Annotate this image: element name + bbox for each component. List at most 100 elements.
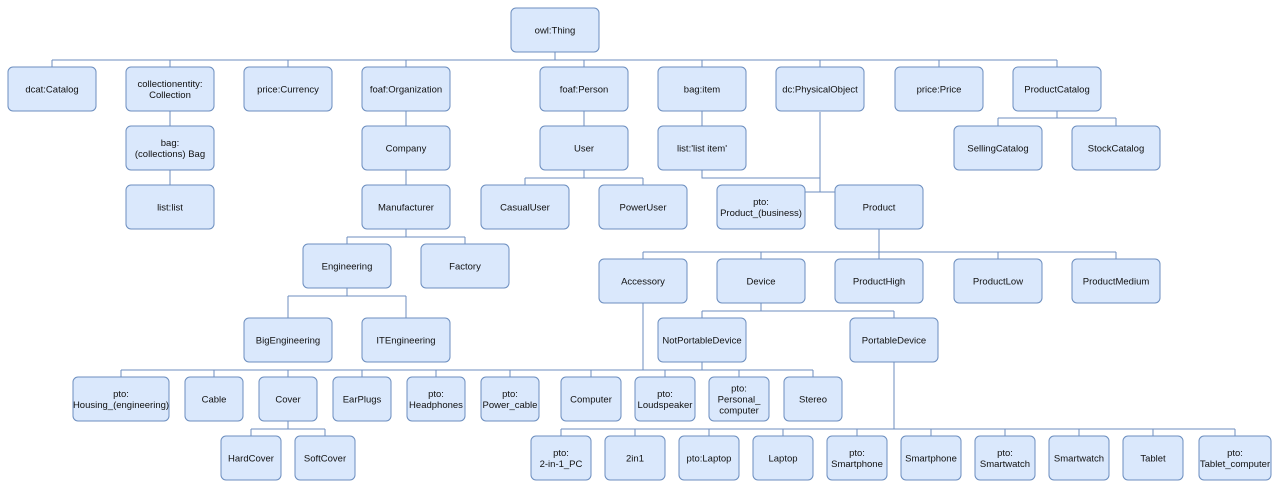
node-laptop: Laptop xyxy=(752,435,814,481)
node-label: Loudspeaker xyxy=(638,400,693,411)
node-label: EarPlugs xyxy=(343,395,382,406)
node-label: StockCatalog xyxy=(1088,144,1145,155)
node-label: bag: xyxy=(161,138,180,149)
node-computer: Computer xyxy=(560,376,622,422)
node-label: Device xyxy=(746,277,775,288)
node-stereo: Stereo xyxy=(783,376,843,422)
node-label: Product_(business) xyxy=(720,208,802,219)
node-label: Accessory xyxy=(621,277,665,288)
edge-listitem xyxy=(701,170,820,179)
node-box xyxy=(657,66,747,112)
node-label: Company xyxy=(386,144,427,155)
node-box xyxy=(1071,258,1161,304)
node-box xyxy=(361,66,451,112)
node-personalcomputer: pto:Personal_computer xyxy=(708,376,770,422)
node-smartwatch: Smartwatch xyxy=(1048,435,1110,481)
node-ptosmartwatch: pto:Smartwatch xyxy=(974,435,1036,481)
node-label: ProductMedium xyxy=(1083,277,1150,288)
node-label: pto: xyxy=(1227,448,1243,459)
node-box xyxy=(783,376,843,422)
node-manufacturer: Manufacturer xyxy=(361,184,451,230)
node-box xyxy=(480,376,540,422)
node-box xyxy=(900,435,962,481)
node-box xyxy=(775,66,865,112)
node-notportable: NotPortableDevice xyxy=(657,317,747,363)
node-box xyxy=(634,376,696,422)
node-casualuser: CasualUser xyxy=(480,184,570,230)
node-box xyxy=(1122,435,1184,481)
node-box xyxy=(708,376,770,422)
node-label: User xyxy=(574,144,594,155)
node-label: Engineering xyxy=(322,262,373,273)
edge-user xyxy=(524,170,644,185)
node-label: (collections) Bag xyxy=(135,149,205,160)
node-box xyxy=(560,376,622,422)
node-user: User xyxy=(539,125,629,171)
node-cover: Cover xyxy=(258,376,318,422)
node-box xyxy=(361,125,451,171)
node-headphones: pto:Headphones xyxy=(406,376,466,422)
node-box xyxy=(657,125,747,171)
edge-product xyxy=(642,229,1117,259)
node-housing: pto:Housing_(engineering) xyxy=(72,376,170,422)
node-box xyxy=(361,317,451,363)
node-label: BigEngineering xyxy=(256,336,320,347)
node-label: price:Currency xyxy=(257,85,319,96)
node-label: Headphones xyxy=(409,400,463,411)
node-bigeng: BigEngineering xyxy=(243,317,333,363)
node-box xyxy=(598,184,688,230)
node-box xyxy=(678,435,740,481)
edge-portable xyxy=(560,362,1236,436)
node-bagitem: bag:item xyxy=(657,66,747,112)
node-label: dc:PhysicalObject xyxy=(782,85,858,96)
node-label: pto:Laptop xyxy=(687,454,732,465)
edge-cover xyxy=(250,421,326,436)
node-ptolaptop: pto:Laptop xyxy=(678,435,740,481)
node-label: ProductCatalog xyxy=(1024,85,1089,96)
node-device: Device xyxy=(716,258,806,304)
node-accessory: Accessory xyxy=(598,258,688,304)
node-box xyxy=(294,435,356,481)
node-label: pto: xyxy=(553,448,569,459)
node-label: dcat:Catalog xyxy=(25,85,78,96)
node-label: Cover xyxy=(275,395,300,406)
node-label: Cable xyxy=(202,395,227,406)
node-box xyxy=(1071,125,1161,171)
node-hardcover: HardCover xyxy=(220,435,282,481)
node-label: pto: xyxy=(997,448,1013,459)
node-catalog: dcat:Catalog xyxy=(7,66,97,112)
node-box xyxy=(480,184,570,230)
node-bag: bag:(collections) Bag xyxy=(125,125,215,171)
node-label: pto: xyxy=(113,389,129,400)
node-box xyxy=(849,317,939,363)
node-ptotablet: pto:Tablet_computer xyxy=(1198,435,1272,481)
node-box xyxy=(125,184,215,230)
node-box xyxy=(953,125,1043,171)
node-label: list:list xyxy=(157,203,183,214)
node-sellingcatalog: SellingCatalog xyxy=(953,125,1043,171)
node-collection: collectionentity:Collection xyxy=(125,66,215,112)
node-box xyxy=(72,376,170,422)
node-ptosmartphone: pto:Smartphone xyxy=(826,435,888,481)
node-portable: PortableDevice xyxy=(849,317,939,363)
node-label: Personal_ xyxy=(718,395,761,406)
node-box xyxy=(243,66,333,112)
node-label: Laptop xyxy=(768,454,797,465)
node-productcatalog: ProductCatalog xyxy=(1012,66,1102,112)
node-label: foaf:Person xyxy=(560,85,609,96)
node-label: pto: xyxy=(657,389,673,400)
node-productmedium: ProductMedium xyxy=(1071,258,1161,304)
node-iteng: ITEngineering xyxy=(361,317,451,363)
node-box xyxy=(826,435,888,481)
node-box xyxy=(657,317,747,363)
node-loudspeaker: pto:Loudspeaker xyxy=(634,376,696,422)
node-box xyxy=(716,184,806,230)
node-product: Product xyxy=(834,184,924,230)
node-softcover: SoftCover xyxy=(294,435,356,481)
node-label: Computer xyxy=(570,395,612,406)
node-label: PortableDevice xyxy=(862,336,926,347)
node-label: Power_cable xyxy=(483,400,538,411)
node-box xyxy=(7,66,97,112)
node-box xyxy=(1048,435,1110,481)
node-box xyxy=(332,376,392,422)
